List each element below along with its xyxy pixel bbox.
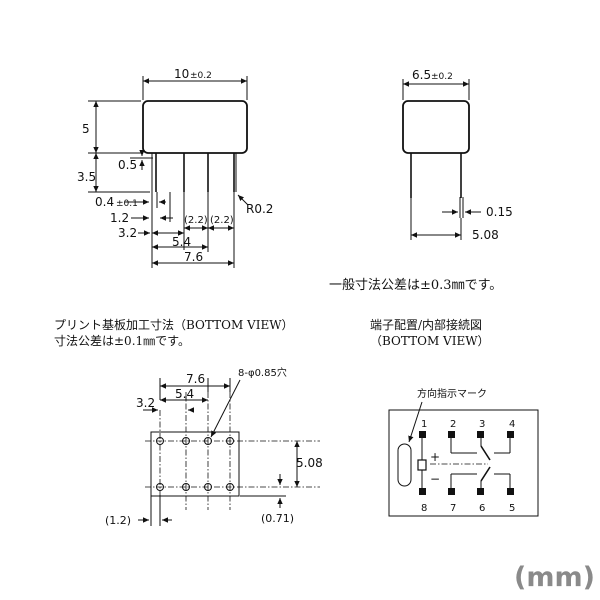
front-dim-1-2: 1.2: [110, 211, 129, 225]
direction-mark-icon: [397, 443, 412, 487]
pin-5-label: 5: [509, 503, 515, 514]
pcb-dim-3-2: 3.2: [136, 396, 155, 410]
pin-2-label: 2: [450, 419, 456, 430]
pcb-outline: [150, 431, 240, 497]
pin-3-label: 3: [479, 419, 485, 430]
contact-arm-bottom: [480, 466, 491, 482]
terminal-diagram: 端子配置/内部接続図 （BOTTOM VIEW） 方向指示マーク 1 2 3 4…: [370, 317, 539, 517]
relay-body-front: [142, 100, 248, 154]
coil-plus: +: [430, 450, 440, 464]
pcb-holes: [156, 437, 234, 491]
pin-6-label: 6: [479, 503, 485, 514]
pcb-dim-0-71: (0.71): [261, 512, 294, 525]
front-dim-7-6: 7.6: [184, 250, 203, 264]
general-tolerance-note: 一般寸法公差は±0.3㎜です。: [329, 277, 502, 293]
side-pin-span: 5.08: [472, 228, 499, 242]
pcb-dim-5-08: 5.08: [296, 456, 323, 470]
unit-label: (mm): [514, 562, 595, 593]
coil-icon: [417, 459, 427, 471]
front-pin-offset: 0.5: [118, 158, 137, 172]
pin-8-label: 8: [421, 503, 427, 514]
terminal-pads: [419, 431, 514, 495]
front-dim-5-4: 5.4: [172, 235, 191, 249]
pcb-tolerance-note: 寸法公差は±0.1㎜です。: [54, 334, 190, 348]
front-radius: R0.2: [246, 202, 273, 216]
side-pin-thickness: 0.15: [486, 205, 513, 219]
side-width-tol: ±0.2: [431, 72, 453, 82]
pcb-title: プリント基板加工寸法（BOTTOM VIEW）: [54, 318, 294, 332]
pin-1-label: 1: [421, 419, 427, 430]
pin-4-label: 4: [509, 419, 515, 430]
pcb-dim-1-2: (1.2): [105, 514, 131, 527]
front-pitch-b: (2.2): [210, 215, 234, 226]
relay-body-side: [402, 100, 470, 154]
front-dim-3-2: 3.2: [118, 226, 137, 240]
terminal-title: 端子配置/内部接続図: [370, 317, 482, 332]
pcb-holes-label: 8-φ0.85穴: [238, 366, 287, 379]
contact-arm-top: [480, 445, 491, 461]
front-view: 10 ±0.2 5 3.5 0.5 0.4 ±0.1 1.2 3.2: [77, 67, 273, 268]
pcb-dim-5-4: 5.4: [175, 387, 194, 401]
front-pin-length: 3.5: [77, 170, 96, 184]
pcb-dim-7-6: 7.6: [186, 372, 205, 386]
front-pins: [151, 153, 237, 192]
front-pin-width: 0.4: [95, 195, 114, 209]
terminal-outline: [388, 409, 539, 517]
side-width-label: 6.5: [412, 68, 431, 82]
pin-7-label: 7: [450, 503, 456, 514]
direction-mark-label: 方向指示マーク: [417, 387, 487, 400]
pcb-layout: プリント基板加工寸法（BOTTOM VIEW） 寸法公差は±0.1㎜です。 7.…: [54, 318, 323, 527]
front-width-tol: ±0.2: [190, 71, 212, 81]
coil-minus: −: [430, 472, 440, 486]
side-view: 6.5 ±0.2 0.15 5.08: [402, 68, 513, 242]
front-body-height: 5: [82, 122, 90, 136]
front-pitch-a: (2.2): [184, 215, 208, 226]
front-pin-width-tol: ±0.1: [116, 199, 138, 209]
terminal-subtitle: （BOTTOM VIEW）: [370, 334, 490, 348]
front-width-label: 10: [174, 67, 189, 81]
